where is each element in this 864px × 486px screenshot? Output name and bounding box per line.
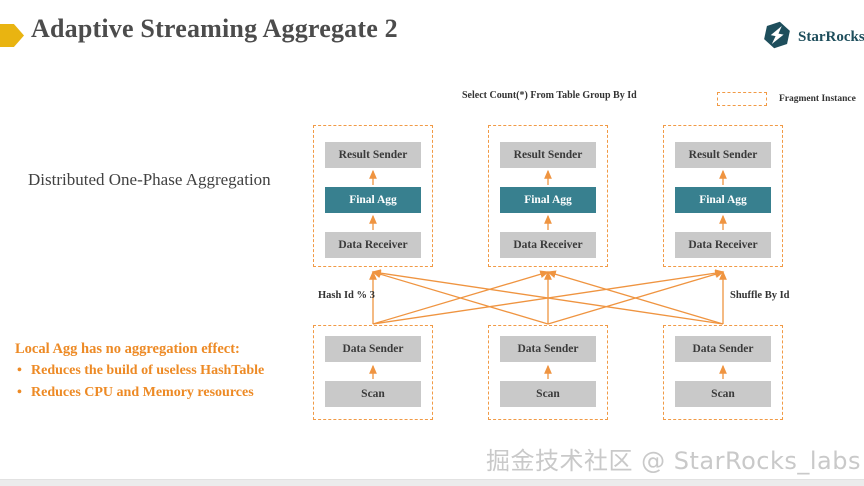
node-final-agg: Final Agg	[325, 187, 421, 213]
edge-label-hash: Hash Id % 3	[318, 290, 375, 301]
diagram-caption: Distributed One-Phase Aggregation	[28, 170, 271, 189]
node-scan: Scan	[325, 381, 421, 407]
node-data-sender: Data Sender	[675, 336, 771, 362]
node-scan: Scan	[675, 381, 771, 407]
node-data-receiver: Data Receiver	[675, 232, 771, 258]
legend-label: Fragment Instance	[779, 94, 856, 104]
page-title: Adaptive Streaming Aggregate 2	[31, 14, 398, 43]
fragment-instance-top-3: Result Sender Final Agg Data Receiver	[663, 125, 783, 267]
query-label: Select Count(*) From Table Group By Id	[462, 90, 637, 101]
fragment-instance-bottom-2: Data Sender Scan	[488, 325, 608, 420]
node-data-sender: Data Sender	[325, 336, 421, 362]
fragment-instance-swatch	[717, 92, 767, 106]
node-final-agg: Final Agg	[500, 187, 596, 213]
legend-fragment-instance: Fragment Instance	[717, 92, 856, 106]
notes-bullet-1: Reduces the build of useless HashTable	[15, 360, 264, 382]
bottom-edge-strip	[0, 479, 864, 486]
starrocks-logo-label: StarRocks	[798, 29, 864, 45]
starrocks-logo: StarRocks	[762, 20, 864, 55]
notes-bullet-2: Reduces CPU and Memory resources	[15, 382, 264, 404]
fragment-instance-top-1: Result Sender Final Agg Data Receiver	[313, 125, 433, 267]
node-result-sender: Result Sender	[675, 142, 771, 168]
notes-block: Local Agg has no aggregation effect: Red…	[15, 338, 264, 404]
node-data-receiver: Data Receiver	[500, 232, 596, 258]
node-result-sender: Result Sender	[500, 142, 596, 168]
node-data-receiver: Data Receiver	[325, 232, 421, 258]
node-scan: Scan	[500, 381, 596, 407]
node-result-sender: Result Sender	[325, 142, 421, 168]
title-bullet-marker	[0, 24, 24, 47]
notes-heading: Local Agg has no aggregation effect:	[15, 341, 240, 357]
starrocks-logo-icon	[762, 20, 792, 55]
fragment-instance-bottom-3: Data Sender Scan	[663, 325, 783, 420]
node-final-agg: Final Agg	[675, 187, 771, 213]
fragment-instance-bottom-1: Data Sender Scan	[313, 325, 433, 420]
edge-label-shuffle: Shuffle By Id	[730, 290, 790, 301]
watermark: 掘金技术社区 @ StarRocks_labs	[486, 447, 861, 475]
node-data-sender: Data Sender	[500, 336, 596, 362]
fragment-instance-top-2: Result Sender Final Agg Data Receiver	[488, 125, 608, 267]
